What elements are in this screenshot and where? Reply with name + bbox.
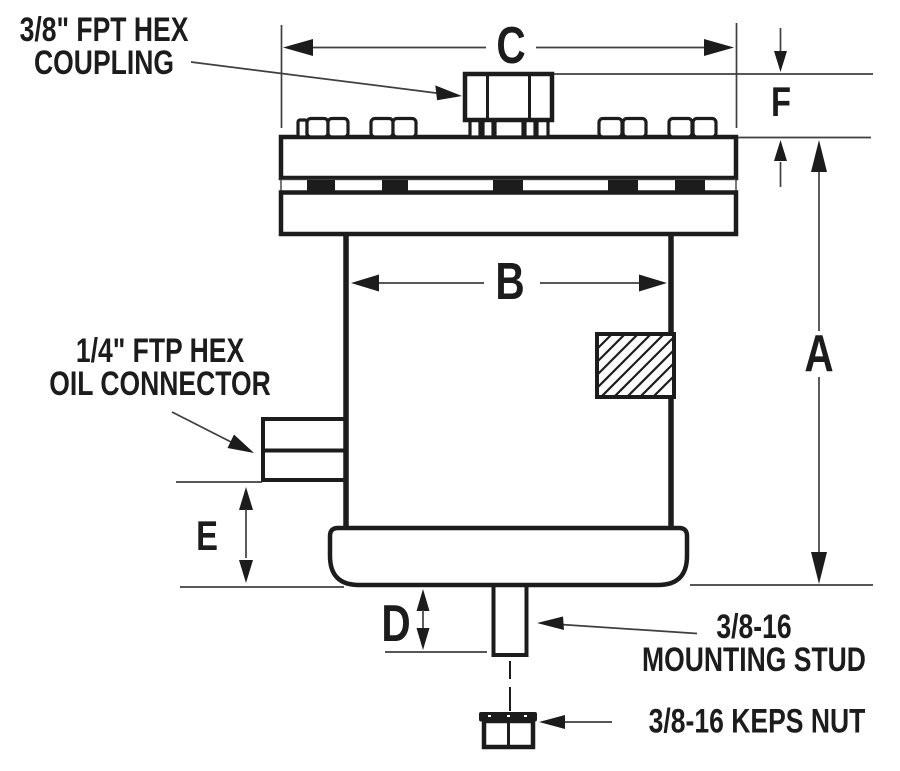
dimension-label-C: C	[496, 17, 526, 75]
leader-lines	[171, 61, 698, 729]
bolt	[391, 116, 418, 139]
mounting-stud-callout-label: 3/8-16 MOUNTING STUD	[642, 608, 866, 679]
mounting-stud-leader	[537, 616, 698, 635]
mounting-stud-callout-line2: MOUNTING STUD	[642, 641, 866, 679]
dim-B-line	[351, 274, 667, 292]
top-flange	[278, 134, 739, 237]
arrowhead-right-icon	[704, 39, 734, 56]
keps-nut-leader	[539, 715, 612, 729]
coupling-callout-line2: COUPLING	[34, 44, 174, 82]
dimension-label-D: D	[381, 595, 411, 653]
arrowhead-left-icon	[283, 39, 313, 56]
bolt	[621, 116, 648, 139]
bolt	[305, 116, 330, 139]
oil-connector-leader	[171, 411, 254, 453]
bolt	[597, 116, 624, 139]
hatched-boss	[595, 332, 676, 399]
dim-E-line	[176, 481, 262, 583]
dim-D-line	[385, 589, 487, 653]
hex-coupling	[462, 71, 555, 139]
hex-coupling-body	[462, 71, 555, 123]
coupling-leader	[190, 61, 462, 101]
mounting-stud	[491, 576, 529, 711]
bolt	[667, 116, 694, 139]
oil-connector-callout-line1: 1/4" FTP HEX	[75, 332, 245, 370]
dimension-label-A: A	[804, 325, 834, 383]
gasket-strip	[280, 178, 737, 193]
oil-connector-callout-label: 1/4" FTP HEX OIL CONNECTOR	[49, 332, 271, 403]
dim-C-line	[283, 39, 734, 56]
keps-nut-callout-label: 3/8-16 KEPS NUT	[648, 702, 866, 741]
flange-bolts	[296, 116, 718, 139]
dim-F-line	[774, 28, 787, 187]
hatch-pattern-icon	[599, 336, 672, 395]
keps-nut	[479, 712, 537, 750]
keps-nut-callout-line1: 3/8-16 KEPS NUT	[648, 702, 866, 741]
flange-plate-upper	[278, 134, 739, 181]
bolt	[369, 116, 395, 139]
dimension-linework	[176, 23, 873, 653]
dim-A-line	[811, 140, 827, 584]
bolt	[326, 116, 350, 139]
coupling-callout-line1: 3/8" FPT HEX	[19, 11, 189, 49]
dimension-label-F: F	[770, 78, 792, 125]
oil-connector-stub	[261, 417, 348, 482]
dimension-label-E: E	[196, 512, 218, 559]
mounting-stud-callout-line1: 3/8-16	[716, 608, 792, 646]
bolt	[691, 116, 718, 139]
flange-plate-lower	[278, 190, 739, 237]
oil-connector-callout-line2: OIL CONNECTOR	[49, 365, 271, 403]
dimension-label-B: B	[495, 253, 525, 311]
coupling-callout-label: 3/8" FPT HEX COUPLING	[19, 11, 189, 82]
bottom-cap	[327, 525, 690, 588]
